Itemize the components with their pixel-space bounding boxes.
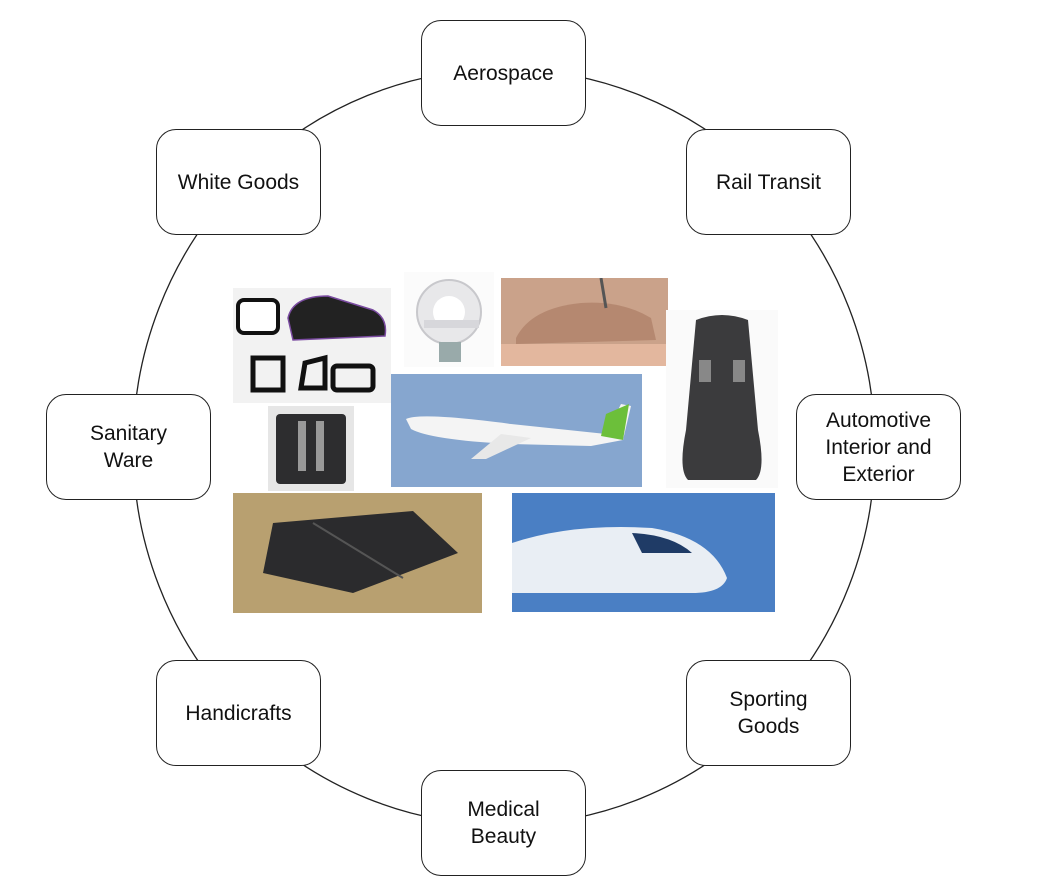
node-medical-beauty: Medical Beauty — [421, 770, 586, 876]
rail-windows-photo — [233, 288, 391, 403]
car-clay-model-photo — [501, 278, 668, 366]
battery-enclosure-photo — [233, 493, 482, 613]
panel-part-photo — [268, 406, 354, 491]
bullet-train-photo — [512, 493, 775, 612]
node-white-goods: White Goods — [156, 129, 321, 235]
node-sporting-goods: Sporting Goods — [686, 660, 851, 766]
node-rail-transit: Rail Transit — [686, 129, 851, 235]
airliner-photo — [391, 374, 642, 487]
carbon-seat-photo — [666, 310, 778, 488]
node-handicrafts: Handicrafts — [156, 660, 321, 766]
node-sanitary-ware: Sanitary Ware — [46, 394, 211, 500]
ct-scanner-photo — [404, 272, 494, 367]
node-aerospace: Aerospace — [421, 20, 586, 126]
node-automotive-interior-and-exterior: Automotive Interior and Exterior — [796, 394, 961, 500]
